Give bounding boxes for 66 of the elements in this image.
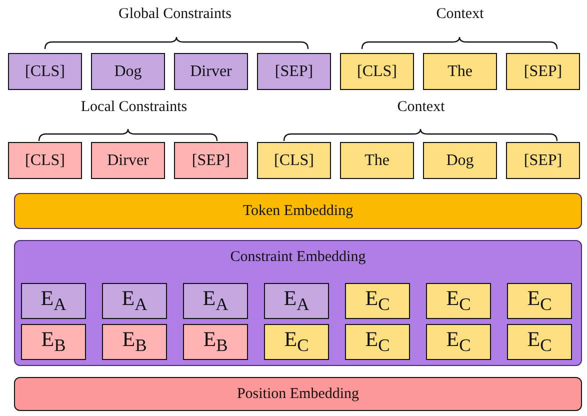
token-box: [174, 53, 248, 90]
token-box: [423, 53, 497, 90]
embedding-symbol: E$_{B}$: [122, 327, 147, 357]
embedding-band: [14, 193, 582, 229]
token-text: [SEP]: [524, 152, 562, 170]
group-label: Local Constraints: [80, 99, 188, 116]
token-text: The: [448, 62, 472, 80]
token-text: [SEP]: [274, 62, 314, 80]
embedding-box: [426, 283, 491, 319]
token-text: Dirver: [190, 62, 232, 80]
embedding-box: [183, 324, 248, 360]
token-text: [CLS]: [25, 62, 65, 80]
embedding-band: [14, 377, 582, 411]
token-text: The: [364, 152, 390, 170]
embedding-box: [426, 324, 491, 360]
embedding-symbol: E$_{C}$: [446, 327, 471, 357]
embedding-panel: [14, 240, 582, 366]
embedding-symbol: E$_{C}$: [284, 327, 309, 357]
embedding-symbol: E$_{B}$: [203, 327, 228, 357]
token-box: [506, 53, 580, 90]
embedding-symbol: E$_{A}$: [284, 286, 310, 316]
token-box: [8, 53, 82, 90]
embedding-symbol: E$_{A}$: [202, 286, 228, 316]
embedding-box: [21, 283, 86, 319]
embedding-box: [345, 324, 410, 360]
embedding-box: [345, 283, 410, 319]
token-text: [CLS]: [25, 152, 65, 170]
embedding-box: [102, 283, 167, 319]
embedding-symbol: E$_{B}$: [41, 327, 66, 357]
token-box: [91, 142, 165, 179]
token-text: [SEP]: [524, 62, 562, 80]
embedding-symbol: E$_{A}$: [40, 286, 66, 316]
token-box: [8, 142, 82, 179]
group-label: Context: [436, 6, 484, 23]
token-box: [91, 53, 165, 90]
token-text: [CLS]: [274, 152, 314, 170]
embedding-title: Constraint Embedding: [230, 249, 366, 266]
token-box: [174, 142, 248, 179]
embedding-box: [264, 324, 329, 360]
token-box: [423, 142, 497, 179]
embedding-symbol: E$_{C}$: [446, 286, 471, 316]
token-box: [257, 53, 331, 90]
embedding-symbol: E$_{C}$: [365, 327, 390, 357]
embedding-box: [507, 283, 572, 319]
token-text: Dog: [446, 152, 474, 170]
token-text: [SEP]: [192, 152, 230, 170]
token-box: [257, 142, 331, 179]
group-label: Global Constraints: [118, 6, 232, 23]
token-text: Dog: [114, 62, 142, 80]
group-label: Context: [397, 99, 445, 116]
embedding-box: [183, 283, 248, 319]
token-text: [CLS]: [357, 62, 397, 80]
embedding-symbol: E$_{C}$: [527, 286, 552, 316]
embedding-symbol: E$_{A}$: [122, 286, 148, 316]
embedding-symbol: E$_{C}$: [527, 327, 552, 357]
token-box: [340, 142, 414, 179]
embedding-title: Position Embedding: [236, 386, 360, 402]
token-box: [506, 142, 580, 179]
embedding-box: [264, 283, 329, 319]
token-box: [340, 53, 414, 90]
embedding-box: [102, 324, 167, 360]
embedding-symbol: E$_{C}$: [365, 286, 390, 316]
embedding-box: [21, 324, 86, 360]
token-text: Dirver: [107, 152, 149, 170]
embedding-box: [507, 324, 572, 360]
embedding-title: Token Embedding: [242, 202, 354, 220]
